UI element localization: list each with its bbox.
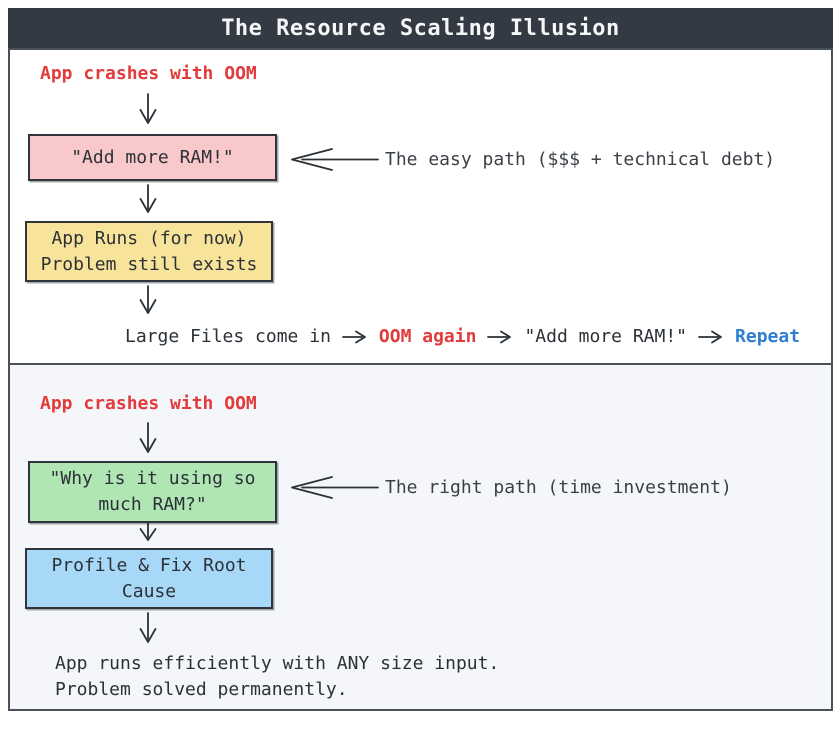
app-runs-box: App Runs (for now) Problem still exists [25,221,273,282]
outcome-line2: Problem solved permanently. [55,679,348,700]
outcome-line1: App runs efficiently with ANY size input… [55,653,500,674]
easy-path-note: The easy path ($$$ + technical debt) [385,149,776,170]
why-ram-box: "Why is it using so much RAM?" [28,461,277,523]
why-ram-line1: "Why is it using so [49,468,256,489]
left-arrow-icon [288,474,383,501]
right-arrow-icon [486,328,514,346]
cycle-step-repeat: Repeat [735,326,801,347]
down-arrow-icon [137,422,159,460]
outcome-text: App runs efficiently with ANY size input… [55,651,499,703]
oom-cycle-row: Large Files come in OOM again "Add more … [125,326,800,347]
left-arrow-icon [288,146,383,173]
app-runs-line1: App Runs (for now) [51,227,247,249]
cycle-step-oom-again: OOM again [378,326,477,347]
panel-easy-path [8,48,833,365]
down-arrow-icon [137,184,159,220]
right-crash-label: App crashes with OOM [40,393,257,414]
add-more-ram-box: "Add more RAM!" [28,134,277,181]
profile-fix-box: Profile & Fix Root Cause [25,548,273,609]
why-ram-line2: much RAM?" [98,494,207,515]
cycle-step-add-ram: "Add more RAM!" [524,326,688,347]
right-path-note: The right path (time investment) [385,477,732,498]
right-arrow-icon [697,328,725,346]
profile-fix-line2: Cause [121,580,177,602]
diagram-title-bar: The Resource Scaling Illusion [8,8,833,48]
diagram-title: The Resource Scaling Illusion [221,15,620,41]
down-arrow-icon [137,612,159,650]
easy-crash-label: App crashes with OOM [40,63,257,84]
right-arrow-icon [341,328,369,346]
profile-fix-line1: Profile & Fix Root [51,554,247,576]
add-more-ram-label: "Add more RAM!" [71,146,234,168]
down-arrow-icon [137,523,159,547]
down-arrow-icon [137,285,159,321]
cycle-step-large-files: Large Files come in [125,326,331,347]
app-runs-line2: Problem still exists [40,253,258,275]
down-arrow-icon [137,93,159,131]
